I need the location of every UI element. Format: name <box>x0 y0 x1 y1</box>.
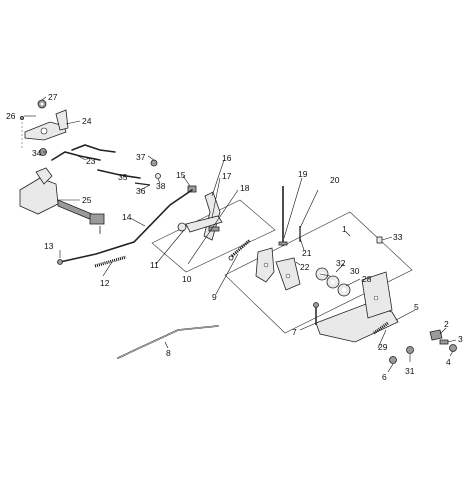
callout-25: 25 <box>82 195 92 205</box>
callout-14: 14 <box>122 212 132 222</box>
bushing-11 <box>177 222 187 232</box>
throttle-cable-14 <box>59 189 193 263</box>
lever-17 <box>185 215 223 233</box>
screw-26 <box>19 116 24 148</box>
control-rod-8 <box>117 325 219 359</box>
callout-10: 10 <box>182 274 192 284</box>
callout-11: 11 <box>150 260 159 270</box>
callout-7: 7 <box>292 327 297 337</box>
callout-1: 1 <box>342 224 347 234</box>
callout-26: 26 <box>6 111 16 121</box>
callout-32: 32 <box>336 258 346 268</box>
callout-13: 13 <box>44 241 54 251</box>
callout-24: 24 <box>82 116 92 126</box>
callout-17: 17 <box>222 171 232 181</box>
nut-31 <box>406 346 414 354</box>
leader-lines <box>24 96 457 373</box>
callout-8: 8 <box>166 348 171 358</box>
callout-18: 18 <box>240 183 250 193</box>
nut-27 <box>37 99 47 109</box>
callout-36: 36 <box>136 186 146 196</box>
pin-19 <box>278 186 288 246</box>
screw-36 <box>134 182 151 186</box>
spring-29 <box>373 321 389 335</box>
screw-37 <box>150 159 158 167</box>
throttle-bracket-24 <box>24 109 69 141</box>
callout-22: 22 <box>300 262 310 272</box>
screw-10 <box>208 226 220 232</box>
lever-arms-22 <box>255 247 301 291</box>
callout-19: 19 <box>298 169 308 179</box>
callout-3: 3 <box>458 334 463 344</box>
callout-5: 5 <box>414 302 419 312</box>
bracket-plate-5 <box>315 271 399 343</box>
ferrule-15 <box>187 185 197 193</box>
callout-6: 6 <box>382 372 387 382</box>
callout-33: 33 <box>393 232 403 242</box>
clip-2 <box>429 329 443 341</box>
callout-21: 21 <box>302 248 312 258</box>
callout-34: 34 <box>32 148 42 158</box>
callout-2: 2 <box>444 319 449 329</box>
screw-6 <box>389 356 397 364</box>
callout-labels: 1 2 3 4 5 6 7 8 9 10 11 12 13 14 15 16 1… <box>6 92 463 382</box>
callout-27: 27 <box>48 92 58 102</box>
callout-15: 15 <box>176 170 186 180</box>
spring-12 <box>94 255 127 268</box>
callout-29: 29 <box>378 342 388 352</box>
callout-37: 37 <box>136 152 146 162</box>
callout-4: 4 <box>446 357 451 367</box>
callout-30: 30 <box>350 266 360 276</box>
bolt-20 <box>299 189 319 229</box>
callout-23: 23 <box>86 156 96 166</box>
bolt-7 <box>313 302 319 325</box>
clip-13 <box>57 259 63 265</box>
screw-33 <box>376 236 383 244</box>
callout-9: 9 <box>212 292 217 302</box>
washers-32-30-28 <box>315 267 351 297</box>
callout-35: 35 <box>118 172 128 182</box>
nut-4 <box>449 344 457 352</box>
washer-38 <box>155 173 161 179</box>
frame-main-bracket <box>224 211 413 334</box>
carburetor-25 <box>19 167 105 234</box>
callout-16: 16 <box>222 153 232 163</box>
callout-12: 12 <box>100 278 110 288</box>
link-rods-23 <box>51 144 116 161</box>
callout-31: 31 <box>405 366 415 376</box>
spring-9 <box>228 238 251 261</box>
callout-38: 38 <box>156 181 166 191</box>
lever-16 <box>203 191 221 241</box>
screw-3 <box>439 339 449 345</box>
callout-28: 28 <box>362 274 372 284</box>
callout-20: 20 <box>330 175 340 185</box>
